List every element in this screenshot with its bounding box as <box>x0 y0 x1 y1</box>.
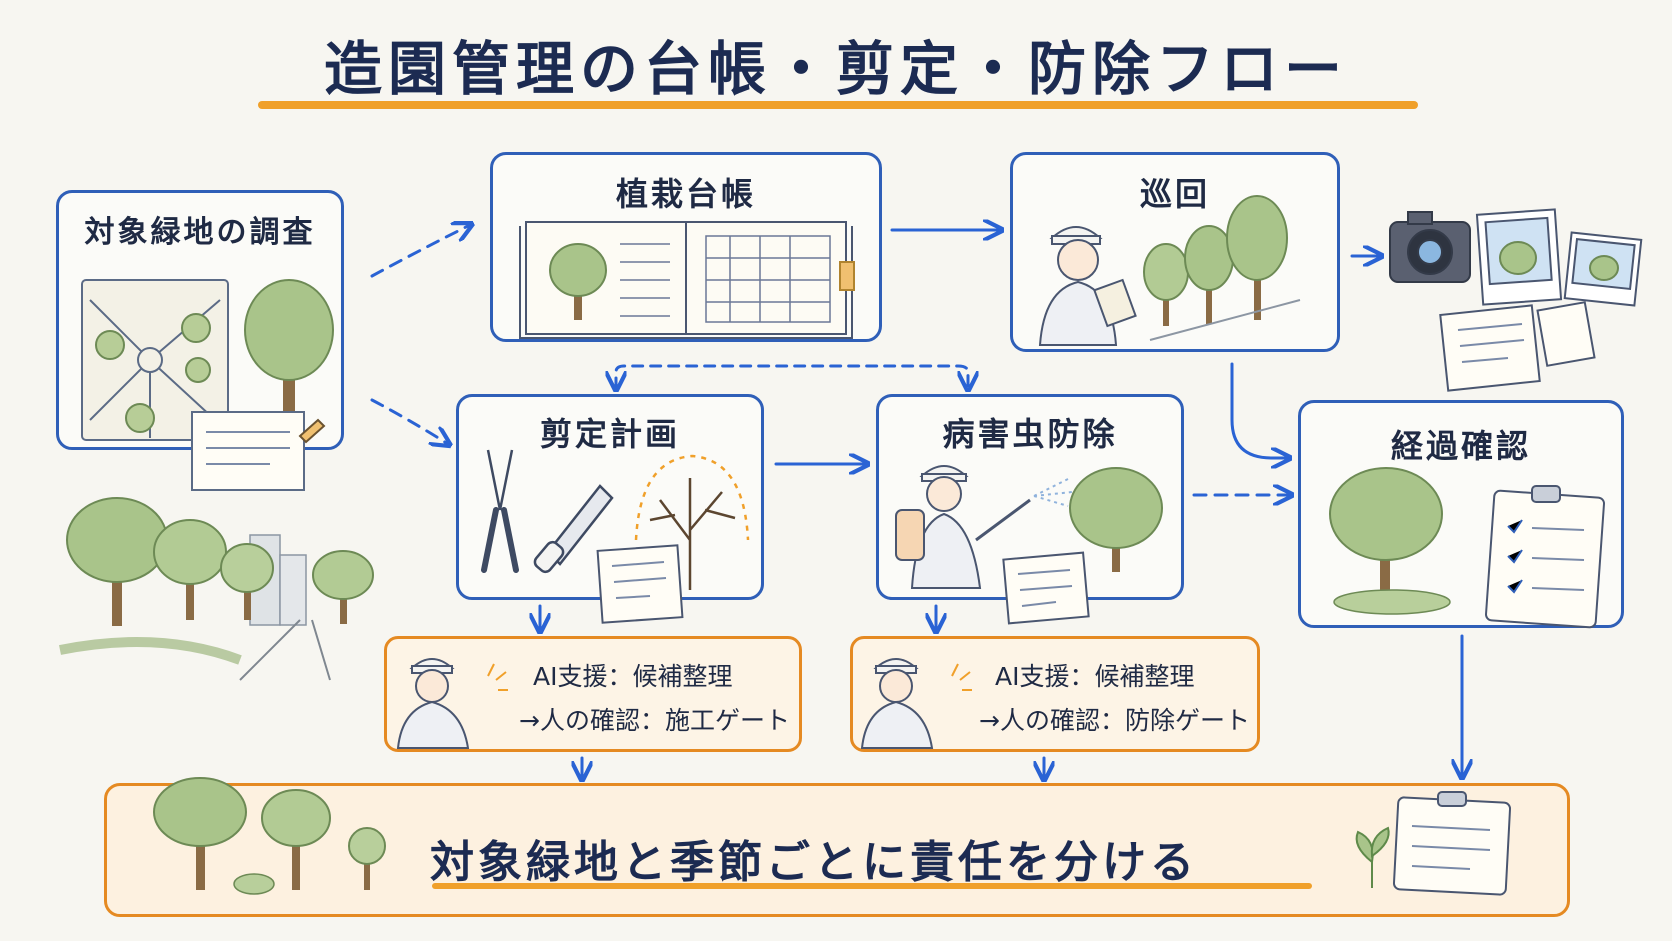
footer-underline <box>432 883 1312 889</box>
saw-icon <box>533 484 614 574</box>
photo-icon <box>1475 208 1643 307</box>
node-pest-control-label: 病害虫防除 <box>942 415 1118 453</box>
tree-icon <box>66 497 168 626</box>
camera-icon <box>1389 211 1471 283</box>
tree-icon <box>1143 243 1189 326</box>
node-patrol-label: 巡回 <box>1139 175 1210 213</box>
worker-icon <box>910 465 982 589</box>
node-ledger-label: 植栽台帳 <box>615 175 756 213</box>
arrow-survey-pruning <box>370 398 448 444</box>
tree-icon <box>312 550 374 624</box>
tree-icon <box>153 519 227 620</box>
tree-icon <box>1226 195 1288 320</box>
clipboard-icon <box>1392 791 1512 896</box>
worker-icon <box>860 658 972 749</box>
node-pruning-plan-label: 剪定計画 <box>539 415 680 453</box>
tree-icon <box>153 777 247 890</box>
memo-icon <box>1439 301 1596 392</box>
map-icon <box>81 279 229 441</box>
notebook-icon <box>519 221 855 339</box>
park-scene <box>59 497 374 681</box>
worker-icon <box>1038 226 1137 346</box>
tree-icon <box>261 789 331 890</box>
bush-icon <box>233 873 275 895</box>
gate-pest-line1: AI支援：候補整理 <box>995 662 1195 691</box>
tree-icon <box>634 454 750 590</box>
title-underline <box>258 101 1418 109</box>
tree-icon <box>1069 467 1163 572</box>
gate-pest-line2: →人の確認：防除ゲート <box>979 706 1250 735</box>
arrow-patrol-progress <box>1230 362 1288 458</box>
tree-icon <box>244 279 334 416</box>
trees-row <box>1143 195 1301 341</box>
sprayer-icon <box>895 477 1073 561</box>
memo-icon <box>596 544 684 624</box>
tree-icon <box>1329 467 1451 615</box>
tree-icon <box>1184 225 1234 324</box>
footer-banner <box>104 783 1570 917</box>
gate-pruning-line1: AI支援：候補整理 <box>533 662 733 691</box>
node-survey-label: 対象緑地の調査 <box>84 215 316 250</box>
arrows <box>370 225 1462 778</box>
node-progress-check-label: 経過確認 <box>1390 427 1531 465</box>
memo-icon <box>1002 551 1090 625</box>
tree-icon <box>348 827 386 890</box>
memo-icon <box>191 411 326 491</box>
shears-icon <box>481 449 519 573</box>
arrow-survey-ledger <box>370 225 470 278</box>
gate-pruning-line2: →人の確認：施工ゲート <box>519 706 790 735</box>
arrow-loop-pruning-pest <box>616 364 968 388</box>
tree-icon <box>549 243 607 320</box>
footer-text: 対象緑地と季節ごとに責任を分ける <box>430 837 1198 888</box>
page-title: 造園管理の台帳・剪定・防除フロー <box>323 35 1348 103</box>
tree-icon <box>220 543 274 620</box>
clipboard-icon <box>1485 485 1605 629</box>
worker-icon <box>396 658 508 749</box>
